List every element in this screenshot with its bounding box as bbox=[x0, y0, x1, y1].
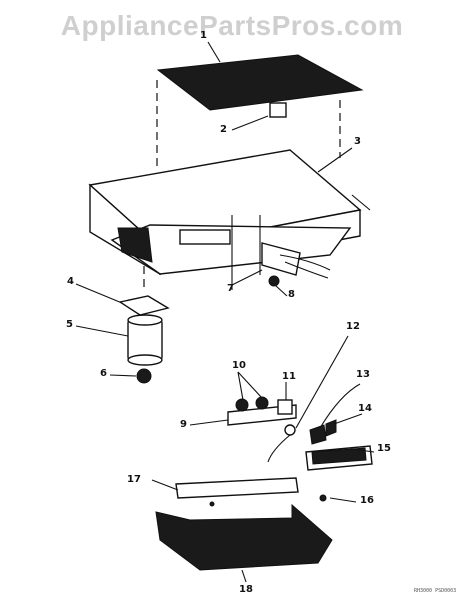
callout-16: 16 bbox=[360, 495, 374, 506]
part-10-switch-knob bbox=[235, 398, 249, 412]
part-3-hood-body bbox=[88, 149, 362, 290]
watermark-logo: AppliancePartsPros.com bbox=[60, 10, 404, 41]
part-7-bracket bbox=[261, 242, 301, 276]
callout-9: 9 bbox=[180, 419, 187, 430]
part-8-knob bbox=[268, 275, 280, 287]
footer-part-code: RH3000 PSD0003 bbox=[414, 588, 457, 594]
callout-4: 4 bbox=[67, 276, 74, 287]
part-2-clip bbox=[269, 102, 287, 118]
part-17-mounting-rail bbox=[175, 477, 299, 499]
part-5-motor bbox=[127, 314, 163, 366]
callout-15: 15 bbox=[377, 443, 391, 454]
callout-2: 2 bbox=[220, 124, 227, 135]
part-12-socket bbox=[284, 424, 296, 436]
callout-7: 7 bbox=[227, 283, 234, 294]
callout-10: 10 bbox=[232, 360, 246, 371]
callout-1: 1 bbox=[200, 30, 207, 41]
callout-11: 11 bbox=[282, 371, 296, 382]
part-10-switch-knob bbox=[255, 396, 269, 410]
part-1-filter-panel bbox=[156, 54, 364, 111]
callout-5: 5 bbox=[66, 319, 73, 330]
callout-18: 18 bbox=[239, 584, 253, 595]
callout-13: 13 bbox=[356, 369, 370, 380]
part-15-lamp-housing bbox=[305, 445, 373, 471]
part-11-switch bbox=[277, 399, 293, 415]
callout-12: 12 bbox=[346, 321, 360, 332]
part-4-motor-plate bbox=[118, 295, 170, 316]
callout-8: 8 bbox=[288, 289, 295, 300]
part-16-screw bbox=[319, 494, 327, 502]
part-13-lamp-socket bbox=[309, 424, 327, 445]
part-18-light-lens bbox=[155, 503, 333, 571]
callout-3: 3 bbox=[354, 136, 361, 147]
callout-17: 17 bbox=[127, 474, 141, 485]
callout-14: 14 bbox=[358, 403, 372, 414]
part-14-bulb bbox=[325, 419, 337, 437]
part-6-fan-nut bbox=[136, 368, 152, 384]
callout-6: 6 bbox=[100, 368, 107, 379]
